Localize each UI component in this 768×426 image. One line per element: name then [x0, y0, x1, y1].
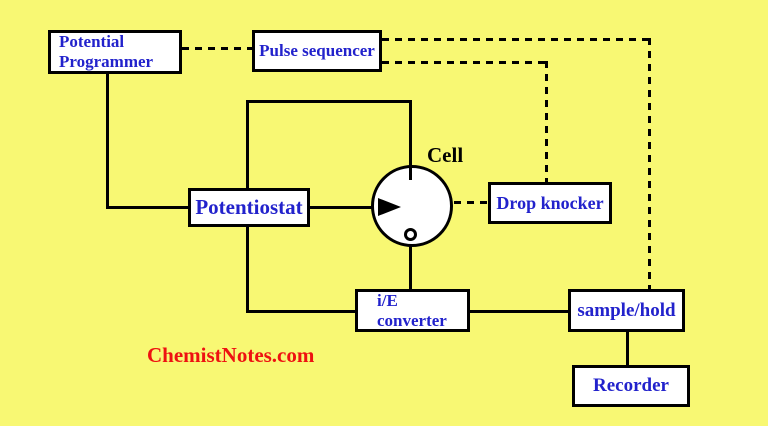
node-ie-converter: i/E converter [355, 289, 470, 332]
node-potential-programmer-line2: Programmer [59, 52, 154, 71]
node-sample-hold: sample/hold [568, 289, 685, 332]
node-potential-programmer-line1: Potential [59, 32, 125, 52]
node-sample-hold-label: sample/hold [577, 299, 676, 321]
node-ie-converter-line2: converter [377, 310, 447, 330]
node-ie-converter-line1: i/E [377, 290, 398, 310]
connector-loop-top [246, 100, 412, 103]
dashed-down-to-dropknocker [545, 61, 548, 183]
watermark: ChemistNotes.com [147, 343, 315, 367]
dashed-sequencer-right-lower [382, 61, 548, 64]
node-pulse-sequencer: Pulse sequencer [252, 30, 382, 72]
connector-to-ie-converter-left [246, 310, 356, 313]
node-recorder: Recorder [572, 365, 690, 407]
node-potentiostat: Potentiostat [188, 188, 310, 227]
connector-ie-converter-to-samplehold [470, 310, 569, 313]
cell-drop-electrode-icon [404, 228, 417, 241]
connector-potentiostat-to-cell [310, 206, 382, 209]
dashed-down-to-samplehold [648, 38, 651, 290]
node-potentiostat-label: Potentiostat [195, 195, 303, 220]
node-potential-programmer: Potential Programmer [48, 30, 182, 74]
connector-potentiostat-down [246, 227, 249, 313]
connector-programmer-to-potentiostat [106, 206, 191, 209]
node-pulse-sequencer-label: Pulse sequencer [259, 41, 375, 61]
connector-cell-top-electrode-lead [409, 100, 412, 180]
node-drop-knocker: Drop knocker [488, 182, 612, 224]
connector-loop-up [246, 100, 249, 190]
cell-top-lead-inside [409, 165, 412, 180]
dashed-cell-to-dropknocker [454, 201, 489, 204]
dashed-sequencer-right-top [382, 38, 651, 41]
cell-label: Cell [427, 143, 464, 167]
connector-samplehold-to-recorder [626, 332, 629, 366]
dashed-programmer-to-sequencer [182, 47, 252, 50]
connector-programmer-down [106, 74, 109, 209]
node-drop-knocker-label: Drop knocker [496, 192, 604, 213]
connector-cell-to-ie-converter [409, 239, 412, 290]
cell-input-arrow-icon [378, 198, 401, 216]
node-recorder-label: Recorder [593, 375, 669, 397]
